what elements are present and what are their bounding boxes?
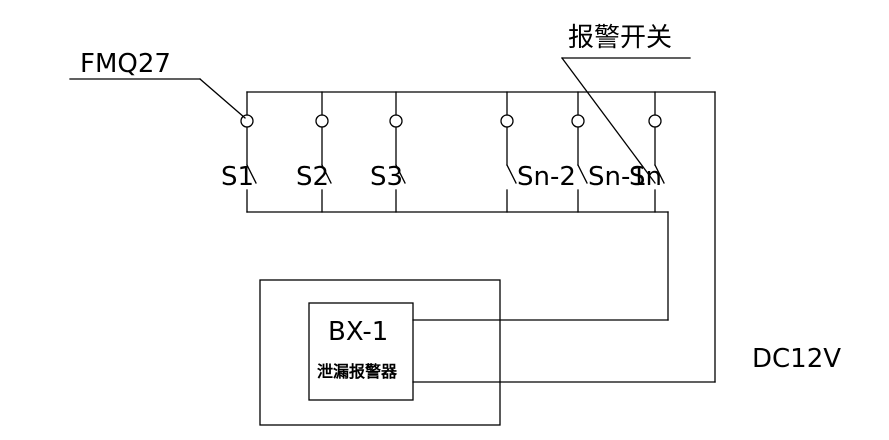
- fmq-leader-line: [199, 78, 246, 119]
- device-name-label: 泄漏报警器: [317, 362, 398, 381]
- switch-blade: [577, 164, 588, 184]
- switch-label-4: Sn-2: [517, 162, 576, 192]
- device-model-label: BX-1: [328, 317, 388, 347]
- fmq-label: FMQ27: [80, 49, 171, 79]
- switch-blade: [654, 164, 665, 184]
- switch-label-1: S1: [221, 162, 254, 192]
- switch-label-2: S2: [296, 162, 329, 192]
- dc-voltage-label: DC12V: [752, 344, 841, 374]
- switch-contact-circle: [389, 114, 403, 128]
- switch-blade: [506, 164, 517, 184]
- switch-contact-circle: [571, 114, 585, 128]
- switch-contact-circle: [648, 114, 662, 128]
- switch-contact-circle: [500, 114, 514, 128]
- switch-label-3: S3: [370, 162, 403, 192]
- switch-label-5: Sn-1: [588, 162, 647, 192]
- switch-label-6: Sn: [629, 162, 662, 192]
- switch-contact-circle: [315, 114, 329, 128]
- switch-group: S1 S2 S3 Sn-2 Sn-1Sn: [221, 91, 665, 213]
- alarm-device-box: [308, 302, 414, 401]
- switch-contact-circle: [240, 114, 254, 128]
- alarm-enclosure: [259, 279, 501, 426]
- switch-blade: [395, 164, 406, 184]
- switch-blade: [321, 164, 332, 184]
- switch-blade: [246, 164, 257, 184]
- alarm-switch-leader-line: [561, 57, 656, 184]
- alarm-switch-label: 报警开关: [568, 23, 672, 53]
